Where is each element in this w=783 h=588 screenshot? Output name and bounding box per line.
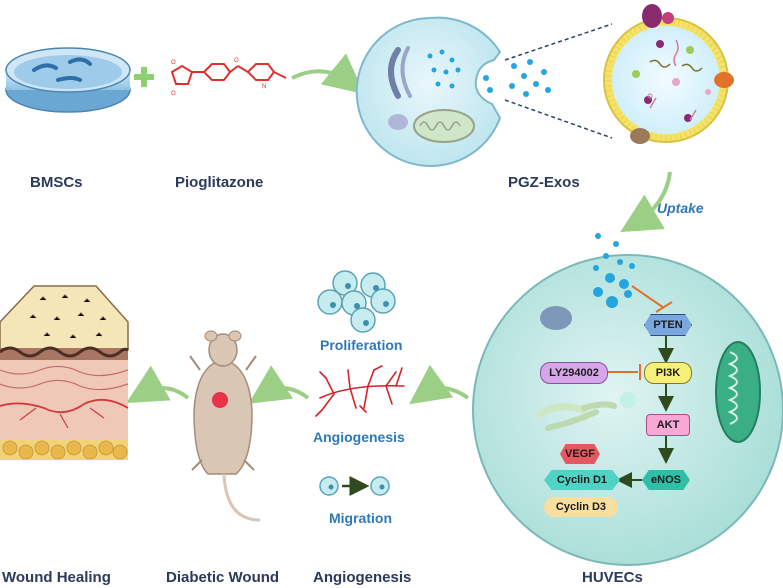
exosome-icon [603,4,734,144]
arrow-mouse-to-skin [126,365,190,403]
pioglitazone-structure-icon: O O O N [170,58,287,97]
arrow-effects-to-mouse [248,365,310,404]
migration-cells-icon [319,476,390,496]
uptake-arrow [620,171,672,233]
akt-node: AKT [646,414,690,436]
svg-text:O: O [171,60,176,66]
uptake-label: Uptake [657,200,704,216]
angiogenesis-vessels-icon [315,365,405,417]
angiogenesis-bottom-label: Angiogenesis [313,569,412,586]
svg-text:O: O [234,58,239,64]
migration-label: Migration [329,510,392,526]
cyclin-d3-node: Cyclin D3 [544,497,618,517]
cyclin-d1-node: Cyclin D1 [544,470,620,490]
proliferation-label: Proliferation [320,337,403,353]
mitochondria-icon [413,109,475,143]
pten-node: PTEN [644,314,692,336]
angiogenesis-mid-label: Angiogenesis [313,429,405,445]
ly294002-node: LY294002 [540,362,608,384]
vegf-node: VEGF [560,444,600,464]
svg-text:O: O [171,91,176,97]
pgz-exos-label: PGZ-Exos [508,174,580,191]
huvec-cell [472,254,783,566]
plus-icon [134,67,154,87]
svg-text:N: N [262,84,266,90]
enos-node: eNOS [642,470,690,490]
huvecs-label: HUVECs [582,569,643,586]
mitochondria-huvec-icon [715,341,761,443]
arrow-to-parent-cell [291,53,365,95]
diabetic-wound-label: Diabetic Wound [166,569,280,586]
pi3k-node: PI3K [644,362,692,384]
mouse-icon [189,330,261,522]
skin-tissue-icon [0,285,129,460]
bmscs-label: BMSCs [30,174,83,191]
parent-cell-icon [355,16,551,167]
arrow-huvec-to-effects [408,364,470,405]
proliferation-cells-icon [317,270,396,333]
petri-dish-icon [5,47,131,113]
wound-healing-label: Wound Healing [2,569,111,586]
exosome-dots [593,233,635,308]
endoplasmic-reticulum-icon [536,401,617,431]
pioglitazone-label: Pioglitazone [175,174,264,191]
